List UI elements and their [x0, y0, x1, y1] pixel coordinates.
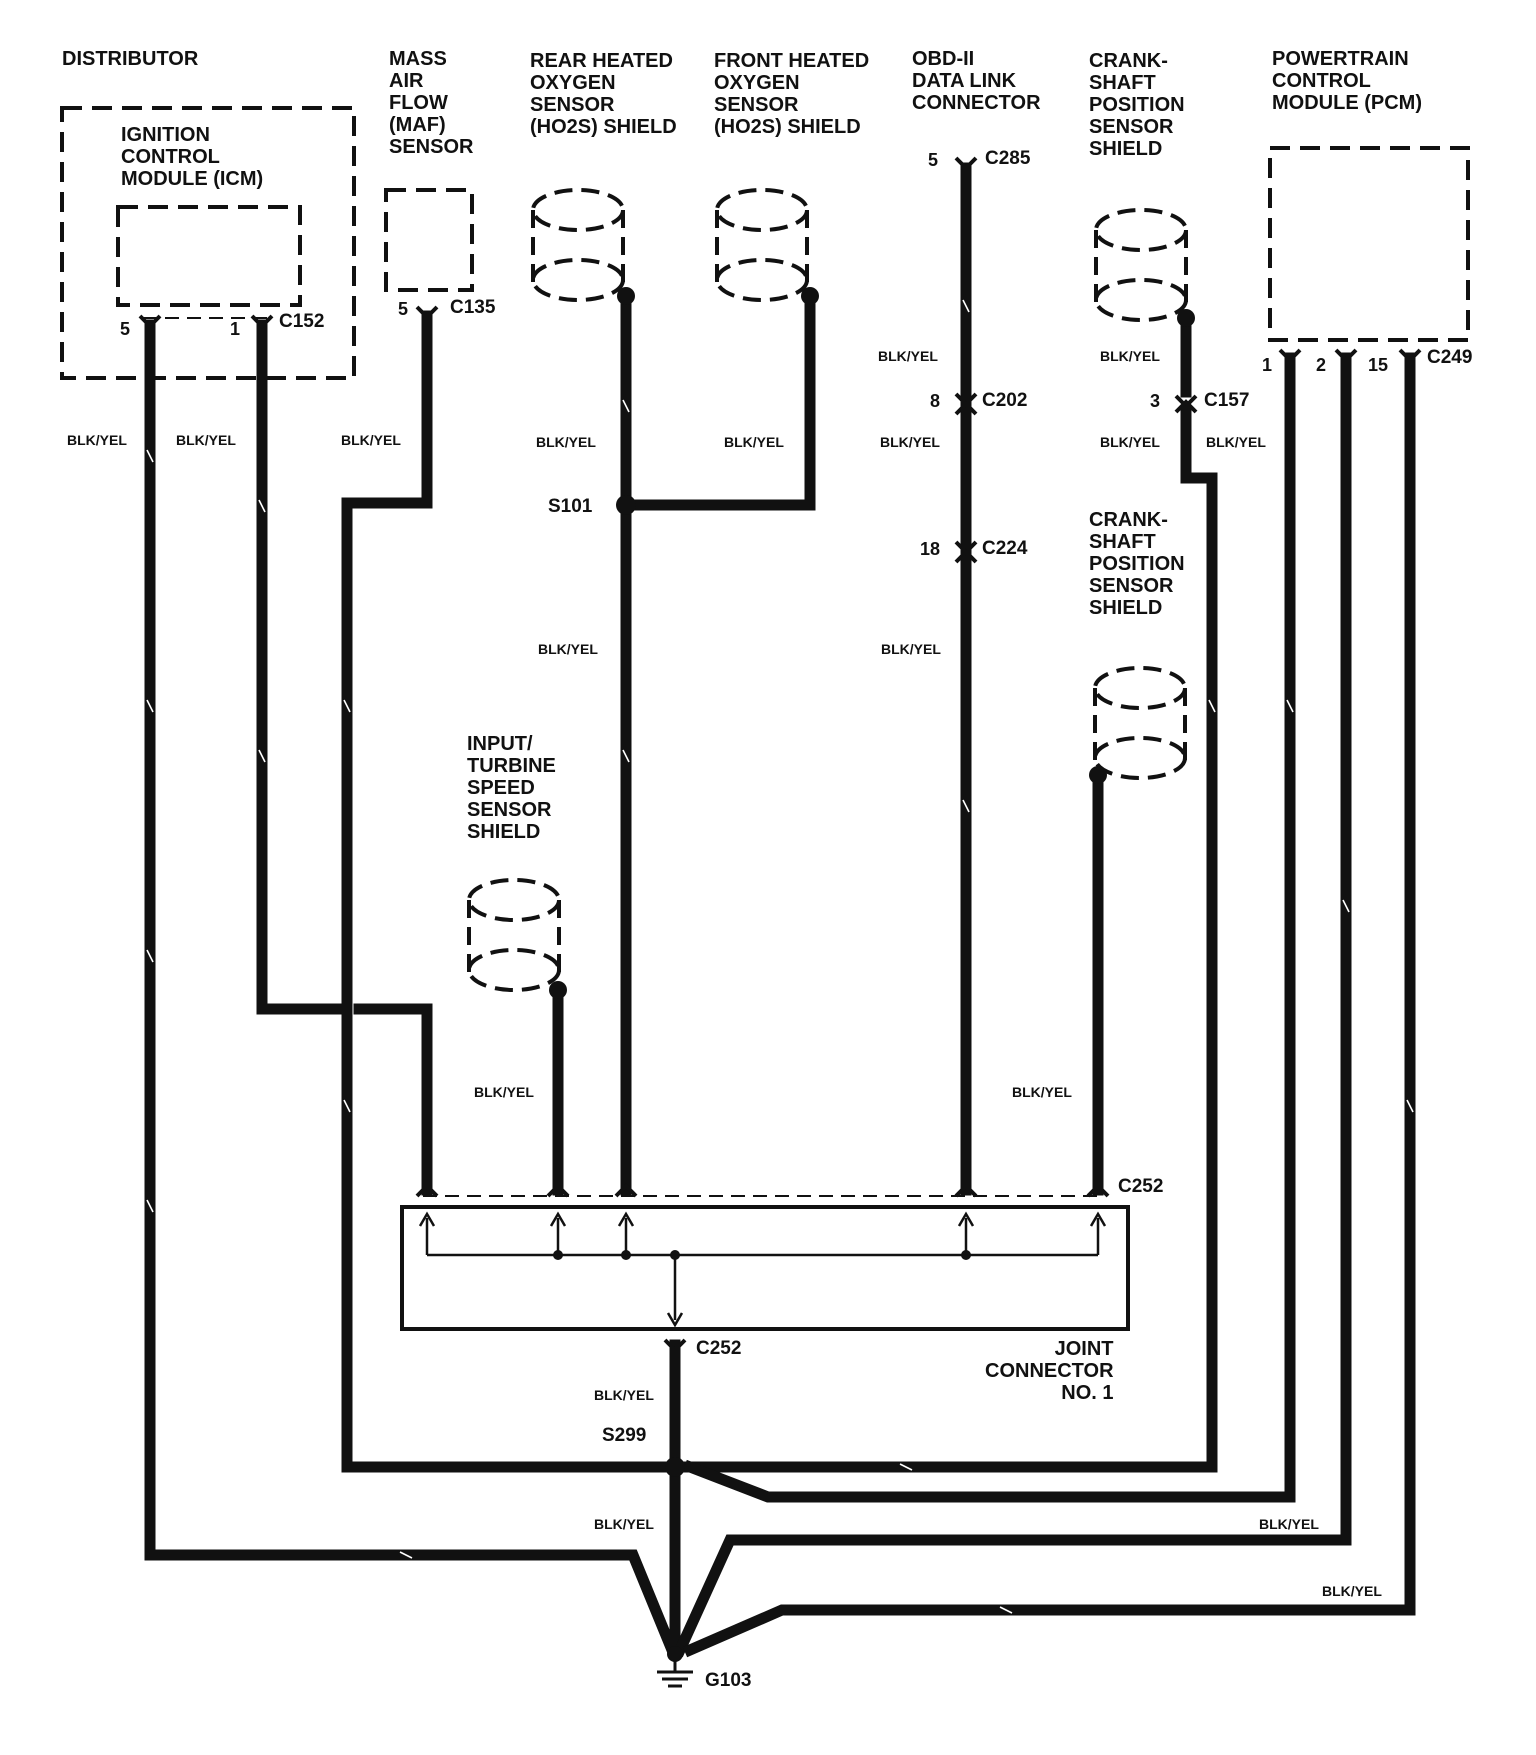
c135-chevron — [415, 305, 439, 320]
wire-icm-pin1 — [256, 319, 342, 1015]
maf-pin5-label: 5 — [398, 299, 409, 319]
c152-pin1-chevron — [250, 314, 274, 329]
c202-chevron-b — [954, 401, 978, 416]
distributor-label: DISTRIBUTOR — [62, 48, 199, 70]
wire-label: BLK/YEL — [1100, 348, 1160, 364]
input-turbine-label: INPUT/ TURBINE SPEED SENSOR SHIELD — [467, 733, 556, 843]
c252-bot-label: C252 — [696, 1338, 742, 1359]
c135-label: C135 — [450, 297, 496, 318]
s299-splice-dot — [665, 1457, 685, 1477]
obd-label: OBD-II DATA LINK CONNECTOR — [912, 48, 1041, 114]
wire-ckp-top-b — [669, 404, 1218, 1473]
icm-pin5-label: 5 — [120, 319, 131, 339]
c285-label: C285 — [985, 148, 1031, 169]
icm-pin1-label: 1 — [230, 319, 241, 339]
c157-chevron — [1174, 394, 1198, 409]
ckp-mid-label: CRANK- SHAFT POSITION SENSOR SHIELD — [1089, 509, 1185, 619]
wire-label: BLK/YEL — [536, 434, 596, 450]
pcm-pin1-label: 1 — [1262, 355, 1273, 375]
wire-maf-pin5 — [341, 310, 681, 1473]
s101-label: S101 — [548, 496, 593, 517]
ckp-top-drain-dot — [1177, 309, 1195, 327]
wire-label: BLK/YEL — [594, 1387, 654, 1403]
input-turbine-shield-icon — [467, 878, 561, 992]
c152-pin5-chevron — [138, 314, 162, 329]
wire-label: BLK/YEL — [538, 641, 598, 657]
ckp-mid-drain-dot — [1089, 766, 1107, 784]
wire-pcm-pin1 — [682, 352, 1296, 1503]
ckp-mid-shield-icon — [1093, 666, 1187, 780]
ckp-top-label: CRANK- SHAFT POSITION SENSOR SHIELD — [1089, 50, 1185, 160]
s299-label: S299 — [602, 1425, 647, 1446]
obd-pin5-label: 5 — [928, 150, 939, 170]
c224-label: C224 — [982, 538, 1028, 559]
icm-box — [116, 205, 302, 307]
rear-ho2s-shield-icon — [531, 188, 625, 302]
s101-splice-dot — [616, 495, 636, 515]
c224-chevron-b — [954, 549, 978, 564]
front-ho2s-drain-dot — [801, 287, 819, 305]
c224-pin18-label: 18 — [920, 539, 941, 559]
joint-connector-box — [400, 1205, 1130, 1331]
input-turbine-drain-dot — [549, 981, 567, 999]
wire-label: BLK/YEL — [1322, 1583, 1382, 1599]
rear-ho2s-drain-dot — [617, 287, 635, 305]
front-ho2s-label: FRONT HEATED OXYGEN SENSOR (HO2S) SHIELD — [714, 50, 870, 138]
c157-pin3-label: 3 — [1150, 391, 1161, 411]
maf-label: MASS AIR FLOW (MAF) SENSOR — [389, 48, 474, 158]
ckp-top-shield-icon — [1094, 208, 1188, 322]
wire-label: BLK/YEL — [1100, 434, 1160, 450]
c252-top-label: C252 — [1118, 1176, 1164, 1197]
pcm-pin2-label: 2 — [1316, 355, 1327, 375]
pcm-label: POWERTRAIN CONTROL MODULE (PCM) — [1272, 48, 1422, 114]
c157-label: C157 — [1204, 390, 1250, 411]
wire-label: BLK/YEL — [878, 348, 938, 364]
wire-label: BLK/YEL — [594, 1516, 654, 1532]
wire-label: BLK/YEL — [474, 1084, 534, 1100]
joint-connector-label: JOINT CONNECTOR NO. 1 — [985, 1338, 1114, 1404]
maf-box — [384, 188, 474, 292]
wire-label: BLK/YEL — [176, 432, 236, 448]
c157-chevron-b — [1174, 399, 1198, 414]
g103-label: G103 — [705, 1670, 752, 1691]
wire-pcm-pin15 — [682, 352, 1416, 1658]
c249-pin1-chevron — [1278, 348, 1302, 363]
c249-label: C249 — [1427, 347, 1473, 368]
pcm-pin15-label: 15 — [1368, 355, 1389, 375]
wire-label: BLK/YEL — [67, 432, 127, 448]
c202-label: C202 — [982, 390, 1028, 411]
c152-label: C152 — [279, 311, 325, 332]
wire-icm-pin5 — [144, 319, 680, 1658]
wire-label: BLK/YEL — [880, 434, 940, 450]
distributor-box — [60, 106, 356, 380]
ground-icon — [657, 1646, 693, 1688]
wire-pcm-pin2 — [672, 352, 1352, 1658]
wire-label: BLK/YEL — [1012, 1084, 1072, 1100]
icm-label: IGNITION CONTROL MODULE (ICM) — [121, 124, 264, 190]
c252-top-chevrons — [415, 1183, 439, 1198]
wire-label: BLK/YEL — [341, 432, 401, 448]
c249-pin15-chevron — [1398, 348, 1422, 363]
c249-pin2-chevron — [1334, 348, 1358, 363]
wire-label: BLK/YEL — [1206, 434, 1266, 450]
wire-maf-to-jc — [353, 1003, 433, 1196]
pcm-box — [1268, 146, 1470, 342]
wire-label: BLK/YEL — [881, 641, 941, 657]
wire-label: BLK/YEL — [724, 434, 784, 450]
c285-chevron — [954, 156, 978, 171]
front-ho2s-shield-icon — [715, 188, 809, 302]
rear-ho2s-label: REAR HEATED OXYGEN SENSOR (HO2S) SHIELD — [530, 50, 677, 138]
c202-pin8-label: 8 — [930, 391, 941, 411]
wire-front-ho2s — [620, 289, 816, 511]
wire-label: BLK/YEL — [1259, 1516, 1319, 1532]
c252-bot-chevron — [663, 1338, 687, 1353]
